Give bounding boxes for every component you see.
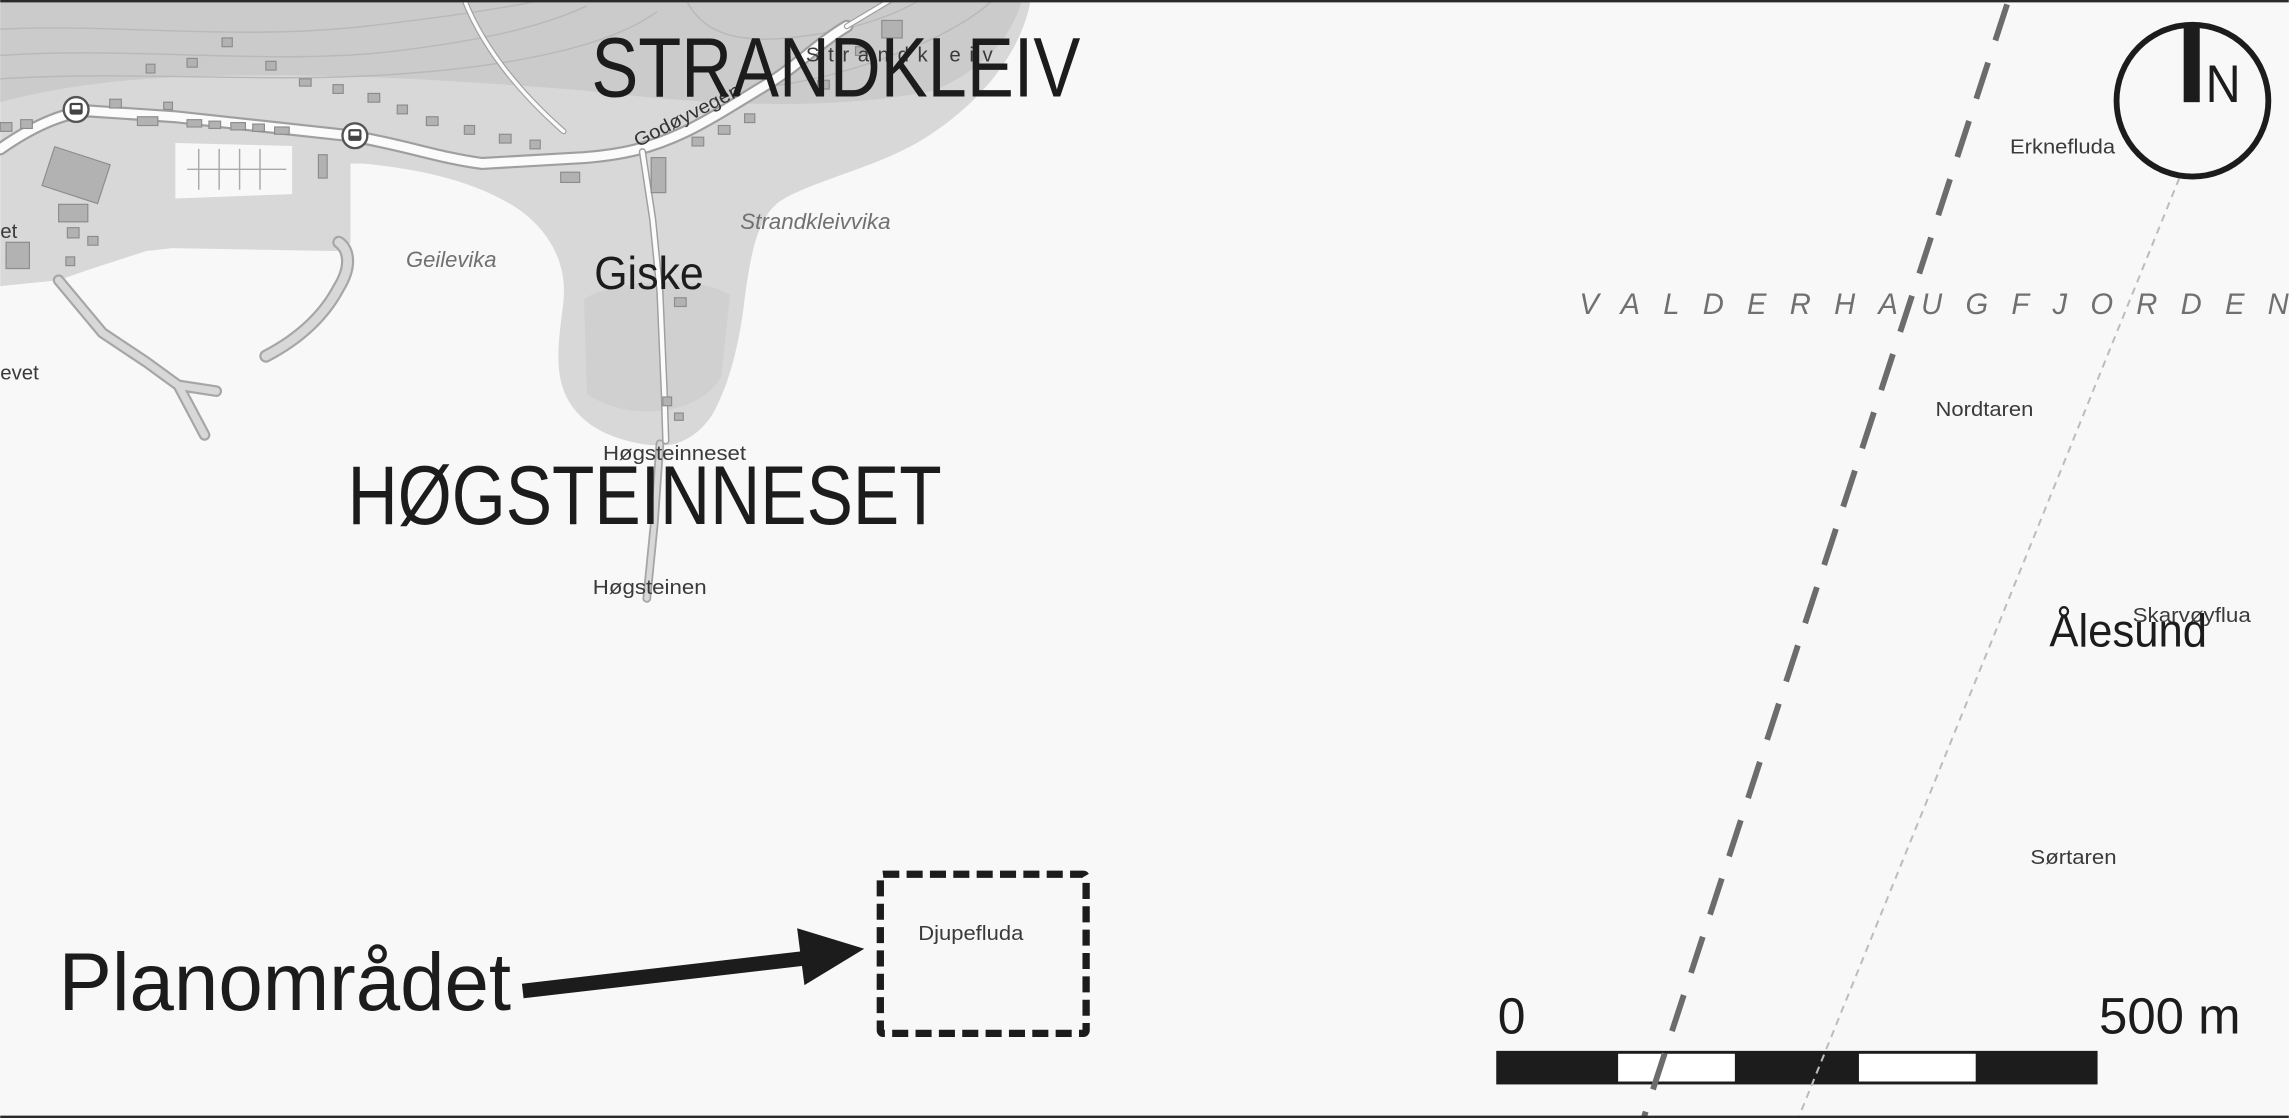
hogsteinen-spit	[644, 441, 663, 601]
place-label-sortaren: Sørtaren	[2030, 847, 2116, 869]
area-label-strandkleiv: STRANDKLEIV	[591, 19, 1080, 114]
contour-line	[0, 11, 658, 80]
thin-dashed-line	[1797, 177, 2181, 1118]
road-minor	[462, 0, 566, 134]
bus-stop-icon	[62, 95, 90, 124]
building	[367, 92, 381, 103]
building	[208, 120, 222, 130]
bus-stop-icon	[341, 122, 369, 150]
area-label-hogsteinneset: HØGSTEINNESET	[348, 449, 942, 542]
north-arrow-label: N	[2206, 55, 2241, 114]
place-label-edge-lower: evet	[0, 362, 39, 384]
buildings	[0, 19, 903, 421]
place-label-erknefluda: Erknefluda	[2010, 136, 2116, 158]
building	[66, 227, 80, 239]
building	[673, 412, 684, 421]
plan-area-label: Planområdet	[59, 937, 512, 1028]
building	[560, 171, 581, 184]
breakwater-east	[261, 237, 352, 361]
building	[230, 122, 247, 131]
building	[5, 241, 31, 270]
area-label-alesund: Ålesund	[2049, 605, 2207, 657]
place-label-hogsteinen: Høgsteinen	[593, 577, 707, 599]
building	[691, 136, 705, 147]
scale-bar-track	[1496, 1050, 2098, 1085]
arrow-shaft	[521, 950, 813, 999]
building	[463, 124, 476, 135]
land-giske-coast	[0, 0, 1031, 446]
building	[816, 79, 830, 90]
building	[186, 57, 198, 68]
north-arrow-needle	[2183, 24, 2200, 103]
plan-area-arrow	[521, 928, 865, 999]
contour-line	[685, 0, 921, 40]
building	[87, 235, 99, 246]
harbour-docks	[187, 148, 287, 190]
scale-bar-end-label: 500 m	[2099, 987, 2241, 1044]
building	[673, 297, 687, 308]
road-minor	[845, 0, 893, 29]
place-label-edge-upper: et	[0, 221, 17, 243]
water-label-geilevika: Geilevika	[406, 247, 496, 272]
scale-bar: 0 500 m	[1496, 987, 2241, 1085]
place-label-nordtaren: Nordtaren	[1936, 399, 2034, 421]
building	[854, 46, 868, 57]
building	[298, 78, 312, 87]
building	[252, 123, 265, 132]
boundary-dashed-line	[1640, 3, 2010, 1118]
contour-line	[0, 0, 544, 33]
place-label-djupefluda: Djupefluda	[918, 923, 1024, 945]
building	[186, 119, 203, 128]
road-peninsula	[640, 149, 668, 443]
scale-bar-segment-white	[1857, 1052, 1978, 1083]
building	[274, 126, 290, 135]
building	[65, 256, 76, 267]
plan-area-boundary	[876, 870, 1090, 1037]
building	[425, 116, 439, 127]
building	[265, 60, 277, 71]
building	[498, 133, 512, 144]
building	[20, 119, 33, 130]
breakwater-revet	[54, 276, 220, 439]
breakwaters	[52, 235, 665, 603]
building	[717, 124, 731, 135]
building	[396, 104, 409, 115]
arrow-head	[797, 928, 865, 986]
building	[744, 113, 756, 124]
building	[58, 203, 89, 223]
scale-bar-segment-white	[1616, 1052, 1737, 1083]
building	[317, 154, 328, 179]
area-label-giske: Giske	[594, 247, 703, 299]
peninsula-field	[584, 281, 730, 412]
building	[145, 63, 156, 74]
contour-line	[759, 0, 994, 89]
scale-bar-start-label: 0	[1498, 987, 1526, 1044]
building	[136, 116, 159, 127]
building	[650, 157, 667, 194]
bus-glyph-window	[350, 131, 360, 136]
building	[41, 145, 111, 205]
harbour-basin	[175, 143, 293, 199]
building	[0, 122, 13, 132]
building	[221, 37, 233, 48]
bus-glyph-window	[71, 105, 81, 110]
water-label-strandkleivvika: Strandkleivvika	[740, 209, 890, 234]
building	[332, 84, 344, 94]
place-label-hogsteinneset-small: Høgsteinneset	[603, 443, 746, 465]
building	[881, 19, 903, 39]
building	[662, 396, 673, 407]
building	[529, 139, 541, 150]
place-label-skarvoyflua: Skarvøyflua	[2133, 605, 2252, 627]
contour-lines	[0, 0, 994, 89]
contour-line	[0, 5, 588, 58]
building	[163, 101, 174, 111]
building	[109, 98, 122, 109]
north-arrow-icon: N	[2113, 21, 2272, 180]
